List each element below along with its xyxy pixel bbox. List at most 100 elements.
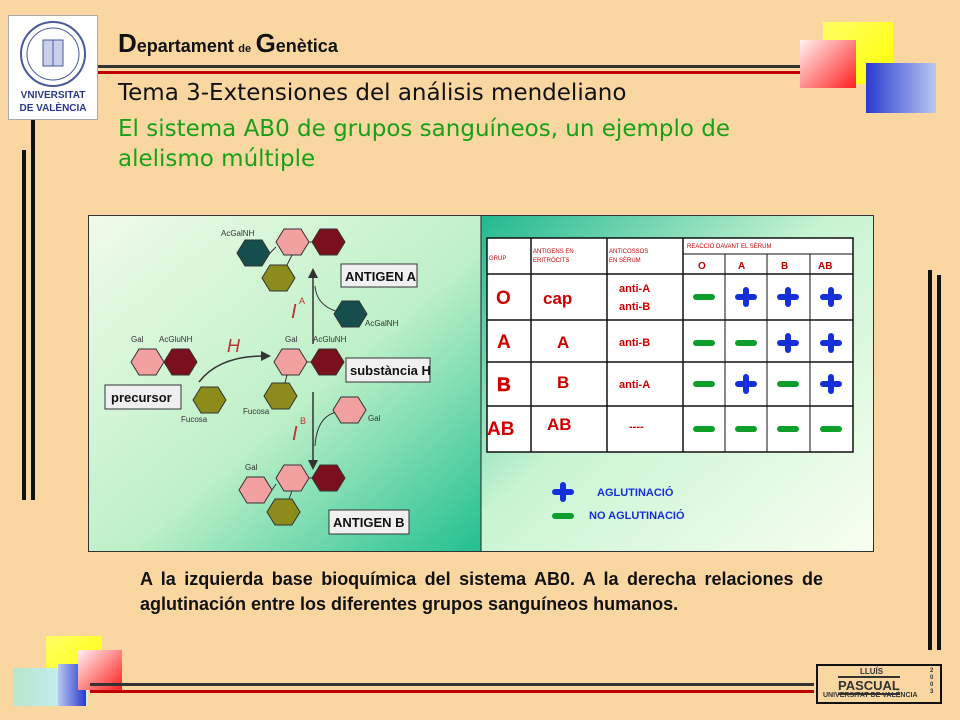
right-vertical-line-2 — [937, 275, 941, 650]
row-o-antigens: cap — [543, 289, 572, 308]
footer-firstname: LLUÍS — [860, 667, 884, 676]
no-agglutination-minus-icon-b-o — [693, 381, 715, 387]
header-divider-red — [98, 71, 818, 74]
hexagon-gal-side — [332, 396, 367, 424]
university-logo: VNIVERSITAT DE VALÈNCIA — [8, 15, 98, 120]
university-seal-icon: VNIVERSITAT DE VALÈNCIA — [19, 21, 87, 114]
row-a-grup: A — [497, 332, 511, 353]
no-agglutination-minus-icon-o-o — [693, 294, 715, 300]
footer-divider-red — [90, 690, 814, 693]
header-serum-b: B — [781, 261, 788, 272]
footer-year-digit: 3 — [930, 689, 934, 695]
agglutination-plus-icon-a-ab — [820, 333, 842, 353]
allele-a-symbol: I — [291, 301, 297, 323]
allele-b-symbol: I — [292, 423, 298, 445]
label-acglunh-mid: AcGluNH — [313, 335, 347, 344]
header-antigens-2: ERITRÒCITS — [533, 257, 569, 264]
agglutination-plus-icon-a-b — [777, 333, 799, 353]
label-gal-mid: Gal — [285, 335, 298, 344]
row-o-anticos-1: anti-A — [619, 283, 650, 295]
antigen-b-label: ANTIGEN B — [333, 515, 405, 530]
footer-lastname: PASCUAL — [838, 676, 900, 695]
label-acglunh-left: AcGluNH — [159, 335, 193, 344]
label-gal-bottom: Gal — [245, 463, 258, 472]
header-anticossos-2: EN SÈRUM — [609, 257, 641, 264]
reaction-symbols — [693, 287, 842, 432]
row-o-grup: O — [496, 288, 511, 309]
label-acgalnh-side: AcGalNH — [365, 319, 399, 328]
header-anticossos-1: ANTICOSSOS — [609, 249, 648, 255]
header-serum-a: A — [738, 261, 745, 272]
row-b-grup: B — [497, 375, 511, 396]
hexagon-fucosa-bottom — [266, 498, 301, 526]
antigen-a-box — [340, 263, 418, 288]
header-serum-ab: AB — [818, 261, 832, 272]
substancia-h-label: substància H — [350, 363, 431, 378]
hexagon-fucosa-top — [261, 264, 296, 292]
no-agglutination-minus-icon-ab-b — [777, 426, 799, 432]
hexagon-acglunh-top — [311, 228, 346, 256]
header-reaccio: REACCIÓ DAVANT EL SÈRUM — [687, 243, 771, 250]
row-ab-anticos: ---- — [629, 421, 644, 433]
dept-word-de: de — [238, 43, 252, 55]
author-footer: LLUÍS PASCUAL UNIVERSITAT DE VALÈNCIA 2 … — [816, 664, 942, 704]
agglutination-table: GRUP ANTIGENS EN ERITRÒCITS ANTICOSSOS E… — [486, 237, 854, 522]
hexagon-fucosa-mid — [263, 382, 298, 410]
row-o-anticos-2: anti-B — [619, 301, 650, 313]
precursor-box — [104, 384, 182, 410]
row-b-anticos: anti-A — [619, 379, 650, 391]
precursor-label: precursor — [111, 390, 172, 405]
label-gal-side: Gal — [368, 414, 381, 423]
logo-text-2: DE VALÈNCIA — [19, 101, 86, 114]
department-title: Departament de Genètica — [118, 28, 338, 59]
h-gene-symbol: H — [227, 336, 241, 356]
footer-year-digit: 0 — [930, 675, 934, 681]
figure-caption: A la izquierda base bioquímica del siste… — [140, 569, 823, 614]
allele-a-superscript: A — [299, 296, 305, 306]
pathway-diagram: AcGalNH ANTIGEN A I A AcGalNH Gal AcGluN… — [104, 228, 431, 535]
dept-word-2: enètica — [275, 36, 338, 56]
hexagon-acgalnh-side — [333, 300, 368, 328]
agglutination-plus-icon-o-b — [777, 287, 799, 307]
hexagon-acglunh-bottom — [311, 464, 346, 492]
antigen-b-box — [328, 509, 410, 535]
allele-b-superscript: B — [300, 416, 306, 426]
footer-university: UNIVERSITAT DE VALÈNCIA — [823, 692, 918, 699]
agglutination-plus-icon-o-ab — [820, 287, 842, 307]
label-gal-left: Gal — [131, 335, 144, 344]
no-agglutination-minus-icon-b-b — [777, 381, 799, 387]
hexagon-acglunh-left — [163, 348, 198, 376]
row-a-anticos: anti-B — [619, 337, 650, 349]
dept-letter-d: D — [118, 28, 137, 58]
agglutination-plus-icon-o-a — [735, 287, 757, 307]
footer-divider-dark — [90, 683, 814, 686]
legend-no-agglutination-label: NO AGLUTINACIÓ — [589, 509, 685, 522]
footer-year-digit: 0 — [930, 682, 934, 688]
agglutination-plus-icon-b-a — [735, 374, 757, 394]
substancia-h-box — [345, 357, 431, 383]
row-b-antigens: B — [557, 373, 569, 392]
row-ab-grup: AB — [487, 419, 514, 440]
header-antigens-1: ANTIGENS EN — [533, 249, 574, 255]
figure-panel: AcGalNH ANTIGEN A I A AcGalNH Gal AcGluN… — [88, 215, 874, 552]
page-subtitle: El sistema AB0 de grupos sanguíneos, un … — [118, 116, 730, 172]
row-ab-antigens: AB — [547, 415, 572, 434]
hexagon-fucosa-left — [192, 386, 227, 414]
dept-letter-g: G — [255, 28, 276, 58]
header-divider-dark — [98, 65, 818, 68]
deco-square-blue — [866, 63, 936, 113]
legend-minus-icon — [552, 513, 574, 519]
row-a-antigens: A — [557, 333, 569, 352]
left-vertical-line-1 — [22, 150, 26, 500]
figure-svg: AcGalNH ANTIGEN A I A AcGalNH Gal AcGluN… — [89, 216, 873, 551]
deco-square-red — [800, 40, 856, 88]
antigen-a-label: ANTIGEN A — [345, 269, 417, 284]
footer-year: 2 0 0 3 — [930, 668, 938, 696]
label-acgalnh-top: AcGalNH — [221, 229, 255, 238]
agglutination-plus-icon-b-ab — [820, 374, 842, 394]
legend: AGLUTINACIÓ NO AGLUTINACIÓ — [552, 482, 685, 522]
header-grup: GRUP — [489, 256, 506, 262]
label-fucosa-mid: Fucosa — [243, 407, 270, 416]
no-agglutination-minus-icon-a-a — [735, 340, 757, 346]
header-serum-o: O — [698, 261, 706, 272]
